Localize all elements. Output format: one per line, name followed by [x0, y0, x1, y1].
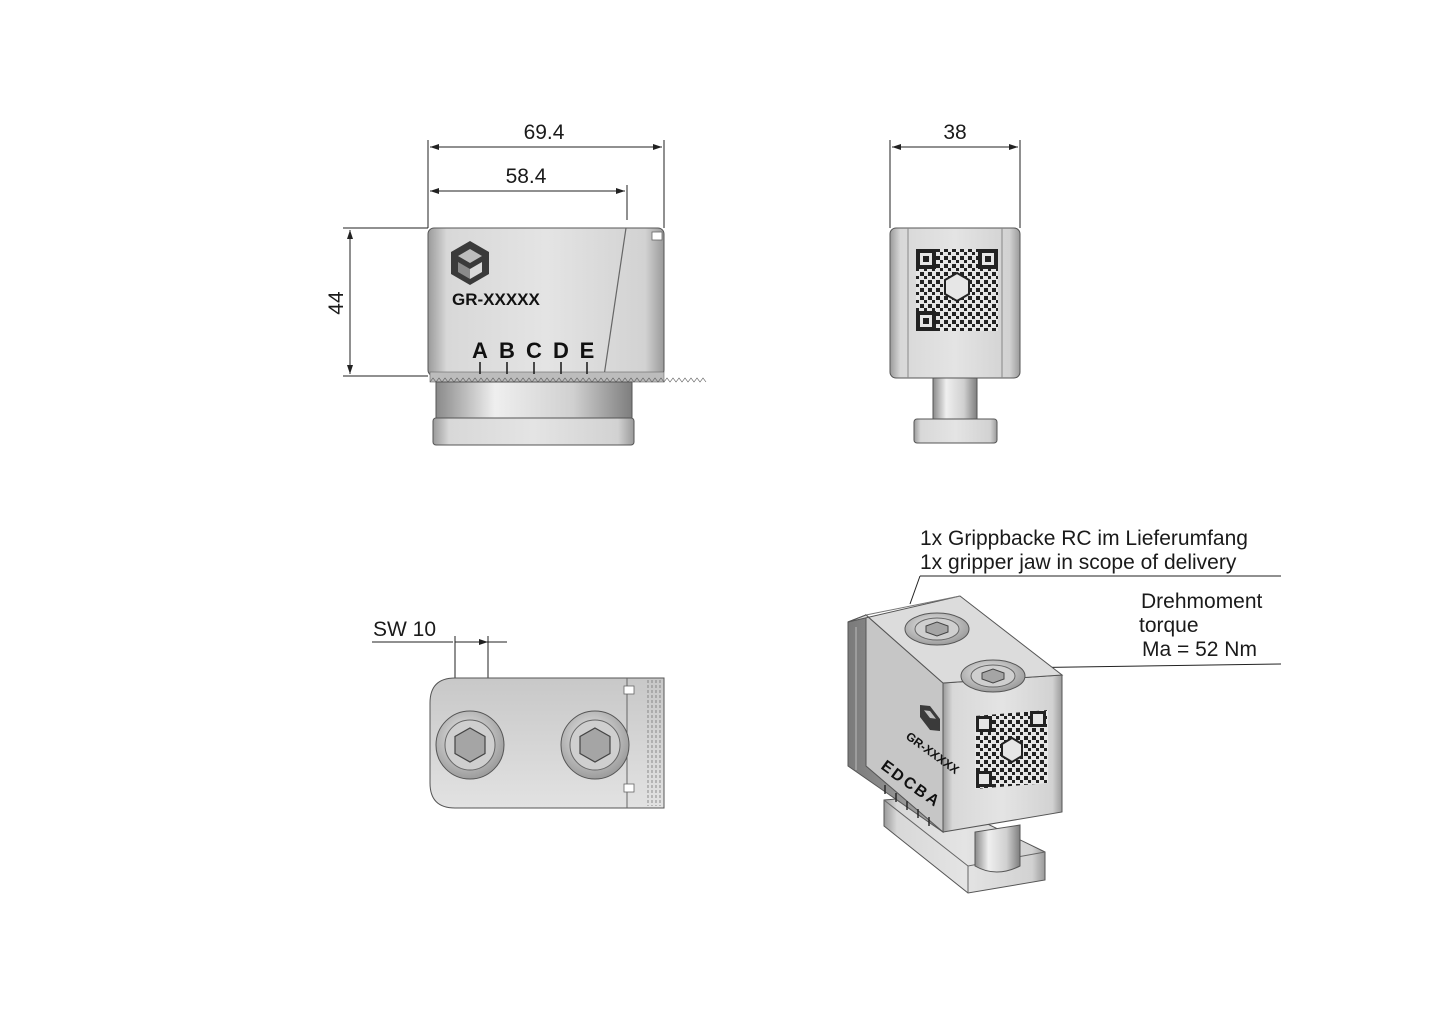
bolt-head-icon [960, 659, 1026, 693]
delivery-note-en: 1x gripper jaw in scope of delivery [920, 551, 1237, 574]
brand-logo-icon [920, 704, 940, 732]
qr-code-icon [916, 249, 998, 331]
torque-label-de: Drehmoment [1141, 590, 1263, 613]
brand-logo-icon [451, 241, 489, 285]
front-view: 69.4 58.4 44 GR-XXXXX [325, 121, 707, 446]
dim-side-width: 38 [943, 121, 966, 144]
delivery-note-de: 1x Grippbacke RC im Lieferumfang [920, 527, 1248, 550]
side-view: 38 [889, 121, 1021, 444]
wrench-size-label: SW 10 [373, 618, 436, 641]
dim-overall-width: 69.4 [524, 121, 565, 144]
bolt-head-icon [560, 710, 630, 780]
torque-label-en: torque [1139, 614, 1199, 637]
qr-code-icon [975, 710, 1048, 789]
top-view: SW 10 [372, 618, 665, 809]
torque-value: Ma = 52 Nm [1142, 638, 1257, 661]
front-serration [429, 371, 707, 383]
position-mark-b: B [499, 338, 515, 363]
model-label: GR-XXXXX [452, 290, 541, 309]
position-mark-d: D [553, 338, 569, 363]
position-mark-a: A [472, 338, 488, 363]
iso-view: 1x Grippbacke RC im Lieferumfang 1x grip… [847, 527, 1282, 894]
dim-height: 44 [325, 291, 348, 315]
position-mark-c: C [526, 338, 542, 363]
bolt-head-icon [435, 710, 505, 780]
position-mark-e: E [580, 338, 595, 363]
dim-jaw-width: 58.4 [506, 165, 547, 188]
bolt-head-icon [904, 612, 970, 646]
